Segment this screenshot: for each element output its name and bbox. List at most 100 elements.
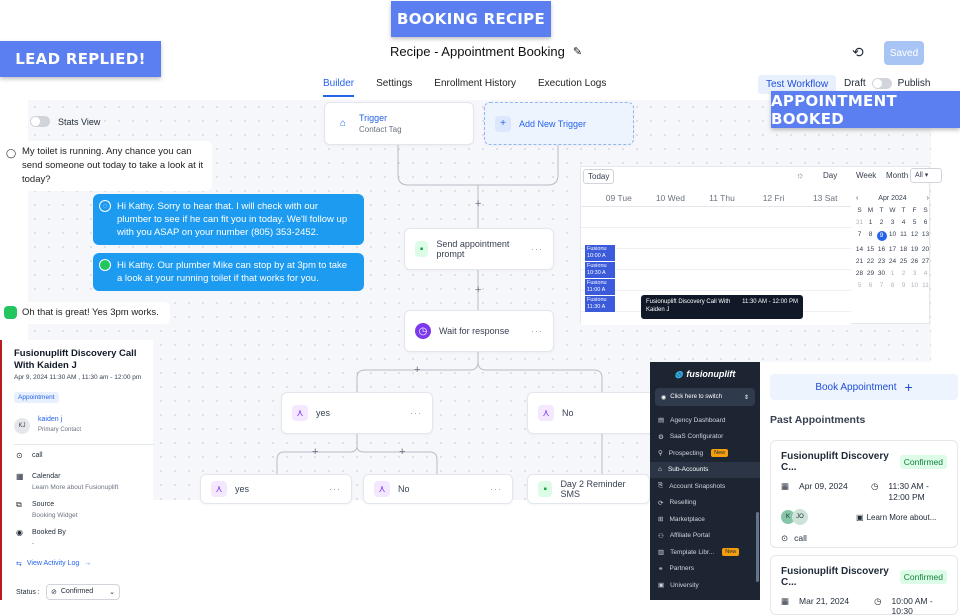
more-icon[interactable]: ··· — [490, 484, 502, 494]
calendar-day[interactable]: 25 — [899, 258, 908, 265]
tab-settings[interactable]: Settings — [376, 78, 413, 89]
calendar-day[interactable]: 11 — [900, 231, 907, 238]
calendar-day[interactable]: 12 — [910, 231, 919, 238]
tab-execution-logs[interactable]: Execution Logs — [537, 78, 607, 89]
calendar-day[interactable]: 15 — [866, 246, 875, 253]
branch-yes2-node[interactable]: ⋏ yes ··· — [200, 474, 352, 504]
calendar-day[interactable]: 8 — [890, 282, 895, 289]
add-step-icon[interactable]: + — [312, 446, 319, 458]
calendar-day[interactable]: 24 — [888, 258, 897, 265]
calendar-day[interactable]: 9 — [901, 282, 906, 289]
sidebar-scrollbar[interactable] — [756, 512, 759, 582]
today-button[interactable]: Today — [583, 169, 615, 184]
calendar-day[interactable]: 21 — [855, 258, 864, 265]
calendar-day[interactable]: 10 — [888, 231, 897, 238]
calendar-day[interactable]: 9 — [876, 231, 887, 241]
calendar-day[interactable]: 6 — [923, 219, 928, 226]
edit-pencil-icon[interactable]: ✎ — [572, 46, 583, 58]
send-prompt-node[interactable]: ▪ Send appointment prompt ··· — [404, 228, 554, 270]
calendar-day[interactable]: 26 — [910, 258, 919, 265]
branch-yes-node[interactable]: ⋏ yes ··· — [281, 392, 433, 434]
test-workflow-button[interactable]: Test Workflow — [758, 75, 837, 94]
calendar-filter-select[interactable]: All ▾ — [910, 168, 942, 183]
add-step-icon[interactable]: + — [475, 198, 482, 210]
sidebar-item-marketplace[interactable]: ⊞Marketplace — [650, 511, 760, 528]
chevron-right-icon[interactable]: › — [926, 195, 929, 202]
sidebar-item-account-snapshots[interactable]: ⎘Account Snapshots — [650, 478, 760, 495]
publish-toggle[interactable] — [871, 78, 892, 89]
calendar-day[interactable]: 13 — [921, 231, 930, 238]
sidebar-item-university[interactable]: ▣University — [650, 577, 760, 594]
tab-enrollment-history[interactable]: Enrollment History — [434, 78, 516, 89]
add-step-icon[interactable]: + — [399, 446, 406, 458]
view-week-button[interactable]: Week — [856, 171, 877, 180]
view-month-button[interactable]: Month — [886, 171, 909, 180]
tab-builder[interactable]: Builder — [323, 78, 355, 97]
calendar-day[interactable]: 5 — [857, 282, 862, 289]
calendar-day[interactable]: 20 — [921, 246, 930, 253]
reminder-node[interactable]: ▪ Day 2 Reminder SMS — [527, 474, 650, 504]
calendar-day[interactable]: 29 — [866, 270, 875, 277]
stats-view-toggle[interactable] — [30, 116, 50, 127]
sidebar-item-affiliate-portal[interactable]: ⚇Affiliate Portal — [650, 528, 760, 545]
saved-button[interactable]: Saved — [884, 41, 924, 65]
calendar-day[interactable]: 17 — [888, 246, 897, 253]
sidebar-item-agency-dashboard[interactable]: ▤Agency Dashboard — [650, 412, 760, 429]
calendar-day[interactable]: 7 — [879, 282, 884, 289]
calendar-day[interactable]: 1 — [868, 219, 873, 226]
calendar-day[interactable]: 4 — [901, 219, 906, 226]
trigger-node[interactable]: ⌂ Trigger Contact Tag — [324, 102, 474, 145]
calendar-day[interactable]: 2 — [879, 219, 884, 226]
calendar-day[interactable]: 3 — [890, 219, 895, 226]
calendar-day[interactable]: 16 — [877, 246, 886, 253]
status-select[interactable]: ⊘ Confirmed ⌄ — [46, 584, 120, 600]
calendar-day[interactable]: 23 — [877, 258, 886, 265]
calendar-day[interactable]: 8 — [868, 231, 873, 238]
sidebar-item-sub-accounts[interactable]: ⌂Sub-Accounts — [650, 461, 760, 478]
calendar-day[interactable]: 19 — [910, 246, 919, 253]
view-activity-log-link[interactable]: ⇆ View Activity Log → — [16, 560, 92, 568]
calendar-day[interactable]: 3 — [912, 270, 917, 277]
add-step-icon[interactable]: + — [475, 284, 482, 296]
calendar-day[interactable]: 5 — [912, 219, 917, 226]
add-trigger-node[interactable]: + Add New Trigger — [484, 102, 634, 145]
sidebar-item-reselling[interactable]: ⟳Reselling — [650, 495, 760, 512]
sidebar-item-template-libr[interactable]: ▥Template Libr...New — [650, 544, 760, 561]
history-icon[interactable]: ⟲ — [852, 44, 864, 60]
view-day-button[interactable]: Day — [823, 171, 838, 180]
calendar-day[interactable]: 1 — [890, 270, 895, 277]
sidebar-item-partners[interactable]: ⚭Partners — [650, 561, 760, 578]
calendar-day[interactable]: 18 — [899, 246, 908, 253]
calendar-day[interactable]: 10 — [910, 282, 919, 289]
appointment-card[interactable]: Fusionuplift Discovery C... Confirmed ▦ … — [770, 555, 958, 616]
sidebar-item-saas-configurator[interactable]: ⚙SaaS Configurator — [650, 429, 760, 446]
calendar-day[interactable]: 14 — [855, 246, 864, 253]
add-step-icon[interactable]: + — [414, 364, 421, 376]
chevron-left-icon[interactable]: ‹ — [856, 195, 859, 202]
branch-no2-node[interactable]: ⋏ No ··· — [363, 474, 513, 504]
book-appointment-button[interactable]: Book Appointment + — [770, 374, 958, 400]
more-icon[interactable]: ··· — [410, 408, 422, 418]
calendar-day[interactable]: 28 — [855, 270, 864, 277]
calendar-day[interactable]: 30 — [877, 270, 886, 277]
calendar-day[interactable]: 31 — [855, 219, 864, 226]
calendar-day[interactable]: 11 — [922, 282, 929, 289]
calendar-day[interactable]: 4 — [923, 270, 928, 277]
calendar-day[interactable]: 6 — [868, 282, 873, 289]
calendar-day[interactable]: 22 — [866, 258, 875, 265]
wait-node[interactable]: ◷ Wait for response ··· — [404, 310, 554, 352]
appointment-card[interactable]: Fusionuplift Discovery C... Confirmed ▦ … — [770, 440, 958, 548]
more-icon[interactable]: ··· — [531, 326, 543, 336]
contact-name[interactable]: kaiden j — [38, 416, 63, 423]
more-icon[interactable]: ··· — [531, 244, 543, 254]
account-switcher[interactable]: ◉ Click here to switch ⇕ — [655, 388, 755, 406]
calendar-day[interactable]: 7 — [857, 231, 862, 238]
calendar-day[interactable]: 27 — [921, 258, 930, 265]
calendar-day[interactable]: 2 — [901, 270, 906, 277]
more-icon[interactable]: ··· — [329, 484, 341, 494]
